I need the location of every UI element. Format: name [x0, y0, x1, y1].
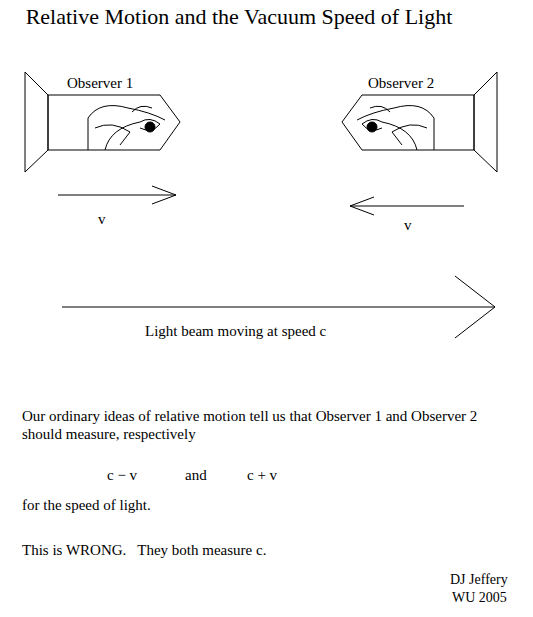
formula: c + v	[247, 466, 277, 484]
velocity-label: v	[404, 216, 412, 234]
note-text: Our ordinary ideas of relative motion te…	[22, 407, 502, 443]
beam-label: Light beam moving at speed c	[145, 322, 326, 340]
author-credit: DJ Jeffery	[450, 572, 508, 589]
formula: c − v	[107, 466, 137, 484]
velocity-label: v	[98, 210, 106, 228]
note-text: This is WRONG. They both measure c.	[22, 541, 266, 559]
rocket-observer-1	[25, 72, 180, 172]
observer-label: Observer 2	[368, 74, 434, 92]
note-text: and	[185, 466, 207, 484]
note-text: for the speed of light.	[22, 496, 151, 514]
author-credit: WU 2005	[452, 590, 507, 607]
diagram-title: Relative Motion and the Vacuum Speed of …	[5, 4, 473, 30]
velocity-arrow-1	[58, 186, 176, 204]
velocity-arrow-2	[350, 197, 464, 215]
observer-label: Observer 1	[67, 74, 133, 92]
rocket-observer-2	[342, 72, 497, 172]
